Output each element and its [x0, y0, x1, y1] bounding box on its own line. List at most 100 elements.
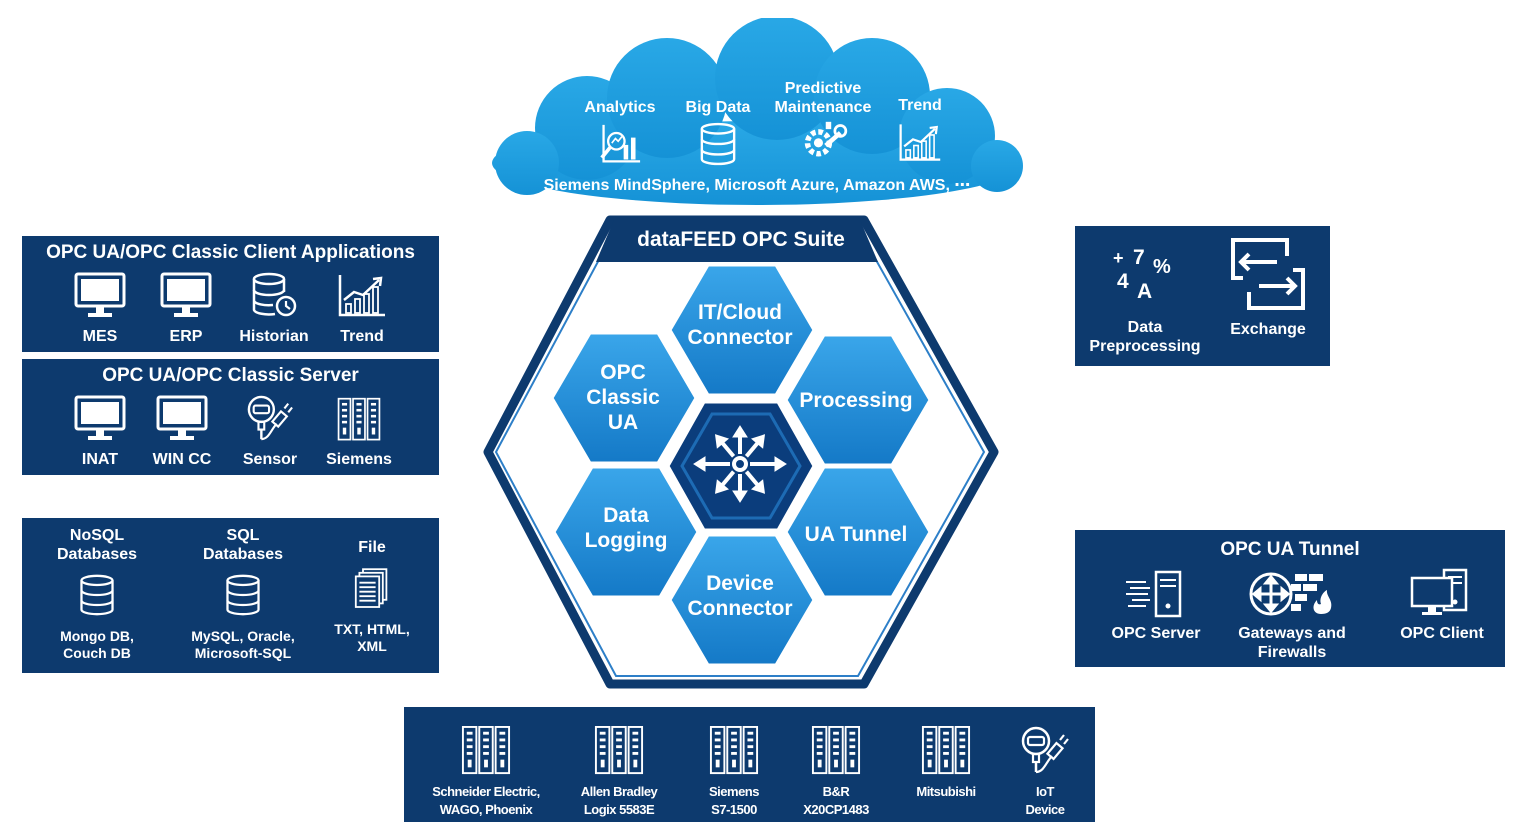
- predictive-label: Predictive: [784, 80, 862, 97]
- sql-label-line2: Microsoft-SQL: [194, 645, 292, 661]
- gateways-line1: Gateways and: [1238, 625, 1346, 642]
- trend-label: Trend: [898, 97, 942, 114]
- maintenance-label: Maintenance: [774, 99, 872, 116]
- device-line2: Connector: [687, 597, 793, 620]
- hex-it-cloud[interactable]: [668, 263, 816, 397]
- client-computer-icon: [1410, 568, 1474, 618]
- hex-opc[interactable]: [550, 331, 698, 465]
- hex-logging[interactable]: [552, 465, 700, 599]
- monitor-icon: [160, 272, 212, 318]
- historian-database-icon: [251, 272, 297, 318]
- server-inat: INAT: [56, 395, 144, 469]
- schneider-line1: Schneider Electric,: [432, 784, 540, 799]
- sql-title-line2: Databases: [202, 546, 284, 563]
- server-siemens: Siemens: [314, 397, 404, 469]
- math-symbols-icon: + 7 % 4 A: [1111, 246, 1181, 306]
- hex-processing[interactable]: [784, 333, 932, 467]
- devices-panel: Schneider Electric, WAGO, Phoenix Allen …: [404, 707, 1095, 822]
- device-schneider: Schneider Electric, WAGO, Phoenix: [424, 725, 548, 819]
- plc-rack-icon: [461, 725, 511, 777]
- iot-line2: Device: [1025, 802, 1065, 817]
- cloud-item-predictive-maintenance: Predictive Maintenance: [763, 79, 883, 162]
- distribution-arrows-icon: [693, 425, 787, 503]
- cloud-item-big-data: Big Data: [673, 98, 763, 166]
- iot-line1: IoT: [1036, 784, 1055, 799]
- hex-processing-label: Processing: [786, 388, 926, 413]
- allen-bradley-line1: Allen Bradley: [580, 784, 658, 799]
- hex-device[interactable]: [668, 533, 816, 667]
- device-mitsubishi: Mitsubishi: [898, 725, 994, 801]
- it-cloud-line1: IT/Cloud: [698, 301, 782, 324]
- plc-rack-icon: [709, 725, 759, 777]
- plc-rack-icon: [921, 725, 971, 777]
- siemens-device-line1: Siemens: [709, 784, 759, 799]
- database-icon: [699, 122, 737, 166]
- inat-label: INAT: [81, 451, 119, 468]
- tunnel-title: OPC UA Tunnel: [1220, 539, 1360, 560]
- a-symbol: A: [1137, 280, 1153, 303]
- suite-hexagon: [483, 215, 999, 689]
- analytics-label: Analytics: [584, 99, 656, 116]
- schneider-line2: WAGO, Phoenix: [439, 802, 533, 817]
- monitor-icon: [74, 395, 126, 441]
- trend-icon: [898, 121, 942, 163]
- seven-symbol: 7: [1133, 246, 1145, 269]
- tunnel-panel: OPC UA Tunnel OPC Server Gateways and Fi…: [1075, 530, 1505, 667]
- file-title: File: [358, 539, 386, 556]
- database-icon: [224, 574, 262, 616]
- cloud-item-analytics: Analytics: [575, 98, 665, 165]
- client-app-historian: Historian: [228, 272, 320, 346]
- it-cloud-line2: Connector: [687, 326, 793, 349]
- exchange-icon: [1229, 236, 1307, 312]
- mes-label: MES: [82, 328, 118, 345]
- client-app-mes: MES: [56, 272, 144, 346]
- siemens-device-line2: S7-1500: [711, 802, 757, 817]
- sensor-icon: [1020, 725, 1070, 777]
- server-icon: [1124, 570, 1188, 618]
- file-stack-icon: [354, 565, 390, 613]
- server-sensor: Sensor: [226, 395, 314, 469]
- nosql-title-line1: NoSQL: [69, 527, 125, 544]
- gateway-firewall-icon: [1247, 570, 1337, 618]
- allen-bradley-line2: Logix 5583E: [583, 802, 655, 817]
- preprocessing-line1: Data: [1127, 319, 1163, 336]
- hex-tunnel[interactable]: [784, 465, 932, 599]
- suite-title: dataFEED OPC Suite: [637, 228, 845, 251]
- exchange-item: Exchange: [1215, 236, 1321, 339]
- preprocessing-line2: Preprocessing: [1089, 338, 1201, 355]
- nosql-label-line1: Mongo DB,: [60, 628, 134, 644]
- hex-device-label: Device Connector: [670, 571, 810, 621]
- historian-label: Historian: [239, 328, 309, 345]
- plus-symbol: +: [1113, 248, 1124, 268]
- mitsubishi-label: Mitsubishi: [916, 784, 976, 799]
- db-nosql: NoSQL Databases Mongo DB, Couch DB: [32, 526, 162, 662]
- db-file: File TXT, HTML, XML: [312, 538, 432, 655]
- trend-icon: [337, 272, 387, 318]
- sensor-label: Sensor: [242, 451, 298, 468]
- opc-line2: Classic: [586, 386, 660, 409]
- opc-client-label: OPC Client: [1400, 625, 1484, 642]
- bnr-line2: X20CP1483: [803, 802, 869, 817]
- bnr-line1: B&R: [822, 784, 850, 799]
- maintenance-icon: [798, 120, 848, 162]
- erp-label: ERP: [169, 328, 203, 345]
- opc-line1: OPC: [600, 361, 646, 384]
- cloud: Analytics Big Data Predictive Maintenanc…: [487, 18, 1027, 208]
- device-siemens: Siemens S7-1500: [686, 725, 782, 819]
- wincc-label: WIN CC: [152, 451, 212, 468]
- device-bnr: B&R X20CP1483: [788, 725, 884, 819]
- cloud-item-trend: Trend: [875, 96, 965, 163]
- monitor-icon: [156, 395, 208, 441]
- opc-server-label: OPC Server: [1111, 625, 1201, 642]
- client-apps-panel: OPC UA/OPC Classic Client Applications M…: [22, 236, 439, 352]
- preprocessing-panel: + 7 % 4 A Data Preprocessing Exchange: [1075, 226, 1330, 366]
- trend-label: Trend: [340, 328, 384, 345]
- processing-line1: Processing: [799, 389, 913, 412]
- plc-rack-icon: [333, 397, 385, 443]
- hex-it-cloud-label: IT/Cloud Connector: [670, 300, 810, 350]
- hex-logging-label: Data Logging: [556, 503, 696, 553]
- hex-opc-label: OPC Classic UA: [553, 360, 693, 435]
- siemens-label: Siemens: [326, 451, 392, 468]
- tunnel-line1: UA Tunnel: [804, 523, 908, 546]
- monitor-icon: [74, 272, 126, 318]
